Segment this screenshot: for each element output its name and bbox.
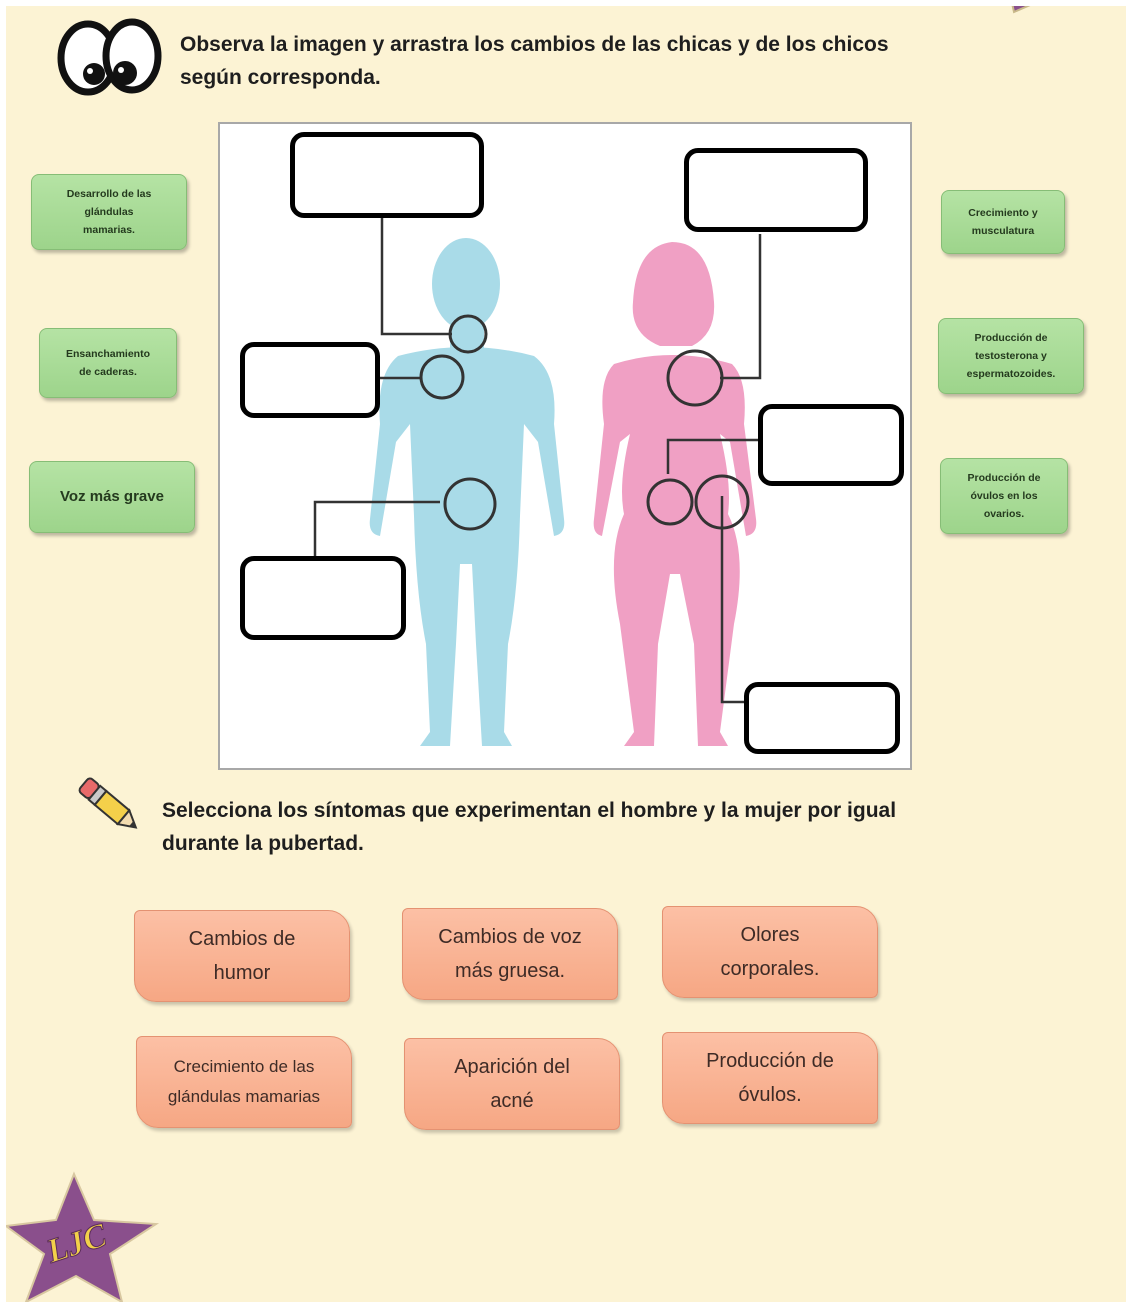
star-logo-icon: LJC <box>6 1171 160 1302</box>
drop-box-male-top[interactable] <box>290 132 484 218</box>
male-silhouette <box>369 238 565 746</box>
corner-star-icon <box>1011 6 1031 14</box>
drop-box-male-chest[interactable] <box>240 342 380 418</box>
target-circles <box>419 314 750 531</box>
drop-box-female-middle[interactable] <box>758 404 904 486</box>
pencil-icon <box>78 777 138 829</box>
connector-lines <box>313 214 762 704</box>
body-diagram <box>218 122 912 770</box>
silhouettes-svg <box>313 214 762 746</box>
select-instruction: Selecciona los síntomas que experimentan… <box>162 799 897 855</box>
worksheet-page: Observa la imagen y arrastra los cambios… <box>6 6 1126 1302</box>
eyes-icon <box>57 18 162 96</box>
drop-box-female-top[interactable] <box>684 148 868 232</box>
drop-box-female-lower[interactable] <box>744 682 900 754</box>
drag-chip-voz-grave[interactable]: Voz más grave <box>29 461 195 533</box>
drop-box-male-lower[interactable] <box>240 556 406 640</box>
drag-instruction: Observa la imagen y arrastra los cambios… <box>180 33 889 89</box>
female-silhouette <box>593 242 757 746</box>
